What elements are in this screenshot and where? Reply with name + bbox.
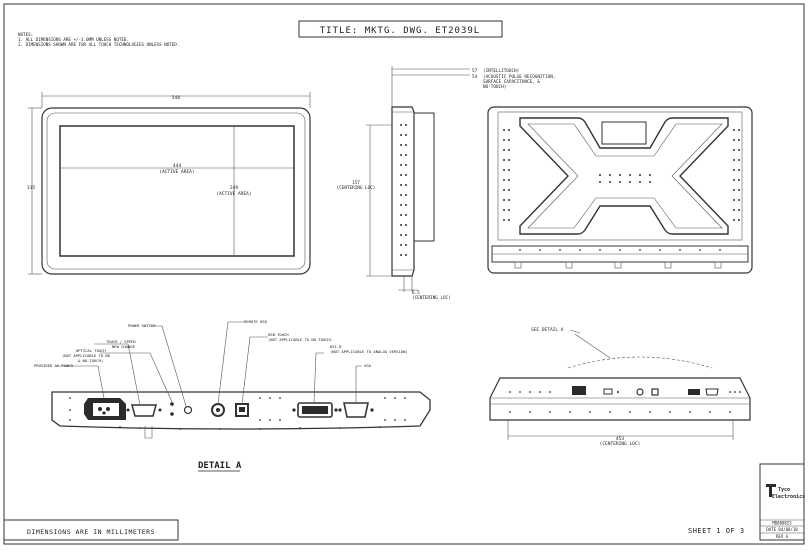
callout-remote-osd: REMOTE OSD [244,319,268,324]
dim-157-label: (CENTERING LOC) [337,185,376,191]
side-vent-holes [400,124,407,256]
callout-dvi-2: (NOT APPLICABLE TO ANALOG VERSION) [330,349,408,354]
dim-453: 453 [616,436,624,442]
drawing-title: TITLE: MKTG. DWG. ET2039L [320,26,480,36]
dim-57-label: (INTELLITOUCH) [483,68,519,74]
vesa-bracket [519,117,729,235]
callout-ac-power: PROVIDED AC POWER [34,363,74,368]
dim-54: 54 [472,74,478,80]
dim-157: 157 [352,180,360,186]
title-block [759,463,805,541]
side-view: 57 (INTELLITOUCH) 54 (ACOUSTIC PULSE REC… [337,66,555,301]
front-bezel-outer [41,107,311,275]
sheet-number: SHEET 1 OF 3 [688,527,745,535]
dim-57: 57 [472,68,478,74]
dvi-port [297,402,333,418]
serial-port [131,404,157,417]
dim-6-label: (CENTERING LOC) [412,295,451,301]
company-name-2: Electronics [772,494,805,500]
note-1: 1. ALL DIMENSIONS ARE +/-3.0MM UNLESS NO… [18,37,129,42]
dim-overall-width: 548 [172,95,180,101]
dim-54-label-3: NO-TOUCH) [483,84,506,90]
dim-active-height-label: (ACTIVE AREA) [216,191,251,197]
optical-touch-led [170,412,174,416]
vga-port [343,402,369,418]
dim-overall-height: 315 [27,185,35,191]
dim-active-width-label: (ACTIVE AREA) [159,169,194,175]
rear-vent-holes [503,129,740,251]
notes-heading: NOTES: [18,32,33,37]
callout-touch-speed-1: TOUCH / SPEED [106,339,136,344]
bottom-housing [489,377,751,421]
rear-panel [497,111,743,241]
rear-label-plate [601,121,647,145]
detail-circle [567,356,713,369]
active-area [59,125,295,257]
callout-usb-touch-2: (NOT APPLICABLE TO NO-TOUCH) [268,337,332,342]
dim-active-width: 444 [173,163,181,169]
touch-speed-led [170,402,174,406]
title-box [298,20,503,38]
callout-touch-speed-2: NEW CHANGE [112,344,136,349]
company-name-1: Tyco [778,487,790,493]
doc-number: MD000825 [772,521,792,526]
tyco-logo: Tyco Electronics [766,484,805,500]
rear-housing [487,106,753,274]
callout-optical-touch-2: (NOT APPLICABLE TO NO [62,353,111,358]
callout-usb-touch-1: USB TOUCH [268,332,289,337]
side-back-bump [413,112,435,242]
rear-view [487,106,753,274]
vesa-bracket-inner [527,123,723,229]
dim-54-label-2: SURFACE CAPACITANCE, & [483,79,540,85]
bottom-view: SEE DETAIL A 453 (CENTERING LOC) [489,327,751,447]
doc-date: DATE 04/08/10 [766,527,798,532]
detail-a-view: PROVIDED AC POWER TOUCH / SPEED NEW CHAN… [34,319,431,472]
dim-active-height: 249 [230,185,238,191]
callout-dvi-1: DVI-D [330,344,342,349]
side-body [391,106,415,277]
bottom-ac-inlet [572,386,586,395]
units-note: DIMENSIONS ARE IN MILLIMETERS [27,528,155,536]
tyco-logo-icon [766,484,776,497]
callout-optical-touch-3: & NO-TOUCH) [78,358,103,363]
units-box [3,519,179,541]
note-2: 2. DIMENSIONS SHOWN ARE FOR ALL TOUCH TE… [18,42,179,47]
sheet-border [3,3,805,545]
see-detail-label: SEE DETAIL A [531,327,564,333]
callout-power-switch: POWER SWITCH [128,323,156,328]
dim-453-label: (CENTERING LOC) [600,441,641,447]
power-switch [183,405,193,415]
front-view: 548 315 444 (ACTIVE AREA) 249 (ACTIVE AR… [27,92,311,275]
dim-54-label-1: (ACOUSTIC PULSE RECOGNITION, [483,74,555,80]
front-bezel-inner [46,112,306,270]
detail-a-title: DETAIL A [198,461,242,471]
callout-optical-touch-1: OPTICAL TOUCH [76,348,106,353]
detail-a-housing [51,391,431,430]
dim-6: 6.5 [412,290,420,296]
callout-vga: VGA [364,363,372,368]
doc-rev: REV A [776,534,789,539]
